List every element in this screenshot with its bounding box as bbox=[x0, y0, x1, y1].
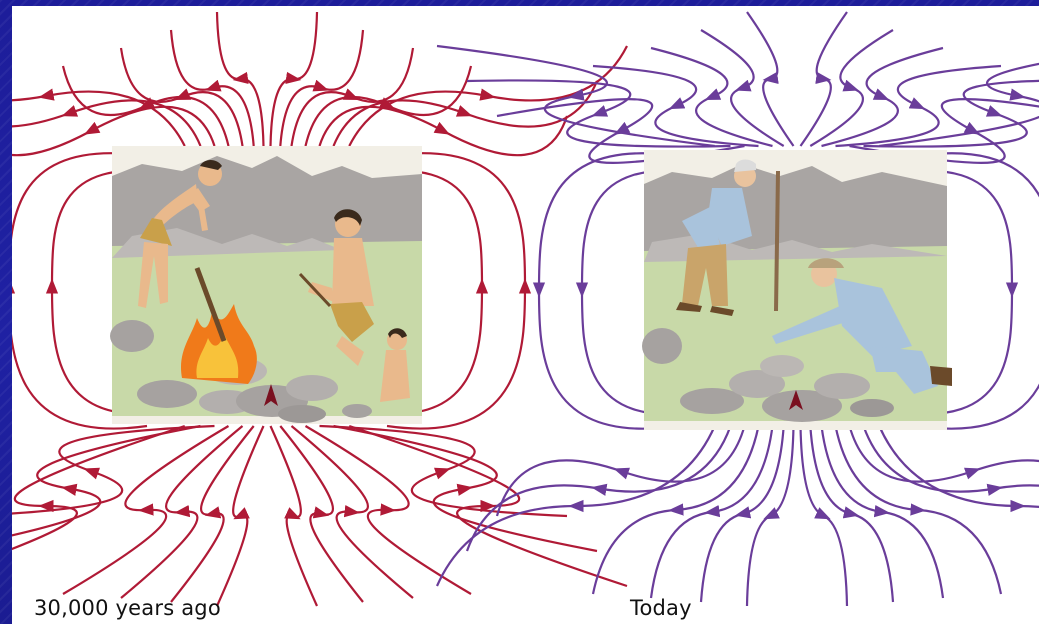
field-line bbox=[334, 426, 598, 551]
field-line bbox=[271, 12, 318, 146]
figure-canvas bbox=[12, 6, 1039, 624]
field-line bbox=[320, 426, 568, 516]
rock bbox=[110, 320, 154, 352]
field-line bbox=[12, 426, 215, 516]
field-line bbox=[651, 426, 773, 598]
field-line bbox=[437, 46, 715, 146]
rock bbox=[814, 373, 870, 399]
field-line bbox=[810, 426, 893, 602]
field-line bbox=[12, 426, 201, 551]
field-line bbox=[171, 30, 254, 146]
field-line bbox=[879, 426, 1039, 586]
rock bbox=[760, 355, 804, 377]
rock bbox=[278, 405, 326, 423]
magnetic-field-figure: 30,000 years ago Today bbox=[12, 6, 1039, 624]
rock bbox=[642, 328, 682, 364]
field-line bbox=[651, 48, 773, 146]
field-line bbox=[822, 426, 944, 598]
field-line bbox=[810, 30, 893, 146]
rock bbox=[137, 380, 197, 408]
past-scene bbox=[110, 146, 422, 424]
field-line bbox=[701, 426, 784, 602]
field-line bbox=[280, 30, 363, 146]
field-line bbox=[850, 426, 1039, 516]
rock bbox=[342, 404, 372, 418]
field-line bbox=[292, 426, 414, 598]
field-line bbox=[12, 81, 201, 146]
field-line bbox=[63, 66, 229, 146]
field-line bbox=[701, 30, 784, 146]
field-line bbox=[12, 46, 185, 146]
field-line bbox=[217, 12, 264, 146]
rock bbox=[850, 399, 894, 417]
rock bbox=[286, 375, 338, 401]
field-line bbox=[747, 426, 794, 606]
field-line bbox=[879, 46, 1039, 146]
field-line bbox=[121, 426, 243, 598]
panel-caption-today: Today bbox=[630, 596, 692, 620]
field-line bbox=[822, 48, 944, 146]
field-line bbox=[306, 66, 472, 146]
today-scene bbox=[642, 150, 952, 430]
field-line bbox=[801, 426, 848, 606]
panel-caption-past: 30,000 years ago bbox=[34, 596, 221, 620]
